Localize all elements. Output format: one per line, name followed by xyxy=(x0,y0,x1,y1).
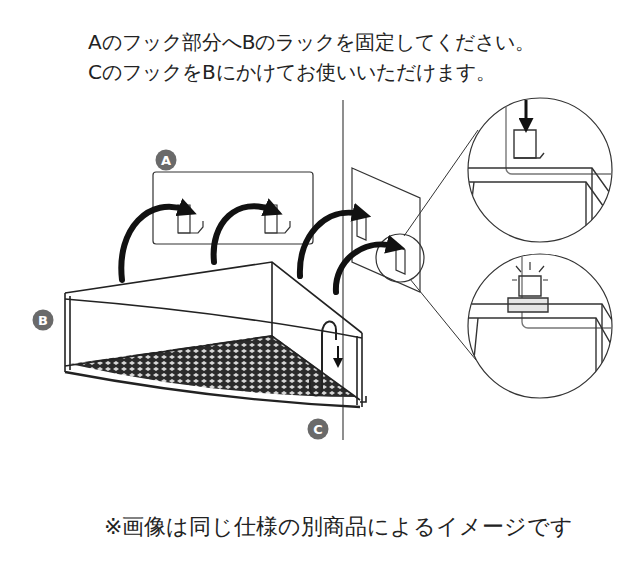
instruction-text: CのフックをBにかけてお使いいただけます。 xyxy=(88,60,496,84)
instruction-line: CのフックをBにかけてお使いいただけます。 xyxy=(88,60,496,84)
click-sparkle xyxy=(512,262,548,280)
curved-arrow xyxy=(336,244,394,292)
rack-posts xyxy=(65,262,362,407)
hook-lip xyxy=(178,221,203,233)
down-arrow xyxy=(525,100,528,124)
caption-text: ※画像は同じ仕様の別商品によるイメージです xyxy=(104,514,573,539)
zoom-line xyxy=(410,279,476,360)
curved-arrow xyxy=(300,213,360,276)
rack-rim xyxy=(462,168,612,210)
down-arrow xyxy=(337,346,339,362)
zoom-line xyxy=(404,130,478,236)
s-hook xyxy=(310,321,338,395)
curved-arrow xyxy=(214,206,272,262)
hook-clamped xyxy=(508,298,548,312)
rack-front-rim xyxy=(65,299,362,338)
badge-fill xyxy=(33,310,54,331)
callout-letter: B xyxy=(38,313,48,328)
rack-front-bottom xyxy=(65,372,360,407)
badge-fill xyxy=(156,150,177,171)
callout-badge: A xyxy=(155,149,177,171)
hook-lip xyxy=(514,153,544,158)
curved-arrow xyxy=(121,207,186,280)
caption: ※画像は同じ仕様の別商品によるイメージです xyxy=(104,514,573,540)
s-hook-wire xyxy=(310,321,336,395)
rack-foot xyxy=(360,396,366,402)
detail-circle xyxy=(468,254,612,398)
rack-rim xyxy=(462,304,618,346)
detail-after xyxy=(462,248,632,400)
callout-badge: C xyxy=(307,418,329,440)
hook-lip xyxy=(265,221,290,233)
callout-letter: C xyxy=(313,422,323,437)
detail-circle xyxy=(468,98,612,242)
callout-letter: A xyxy=(161,153,171,168)
instruction-text: Aのフック部分へBのラックを固定してください。 xyxy=(88,30,535,54)
hook xyxy=(519,276,541,296)
rack-top-rim xyxy=(65,262,362,333)
detail-before xyxy=(462,88,616,250)
plate-outline xyxy=(506,88,616,174)
side-plate xyxy=(352,168,424,292)
rack-post xyxy=(470,304,602,400)
hook xyxy=(396,246,405,274)
callout-badge: B xyxy=(32,309,54,331)
badge-fill xyxy=(308,419,329,440)
plate-outline xyxy=(352,168,420,292)
zoom-ring xyxy=(376,234,424,282)
instruction-line: Aのフック部分へBのラックを固定してください。 xyxy=(88,30,535,54)
plate-outline xyxy=(522,248,632,328)
rack-bottom-rim xyxy=(65,336,360,400)
corner-rack xyxy=(65,262,366,407)
hook xyxy=(514,130,536,158)
rack-post xyxy=(466,168,592,250)
